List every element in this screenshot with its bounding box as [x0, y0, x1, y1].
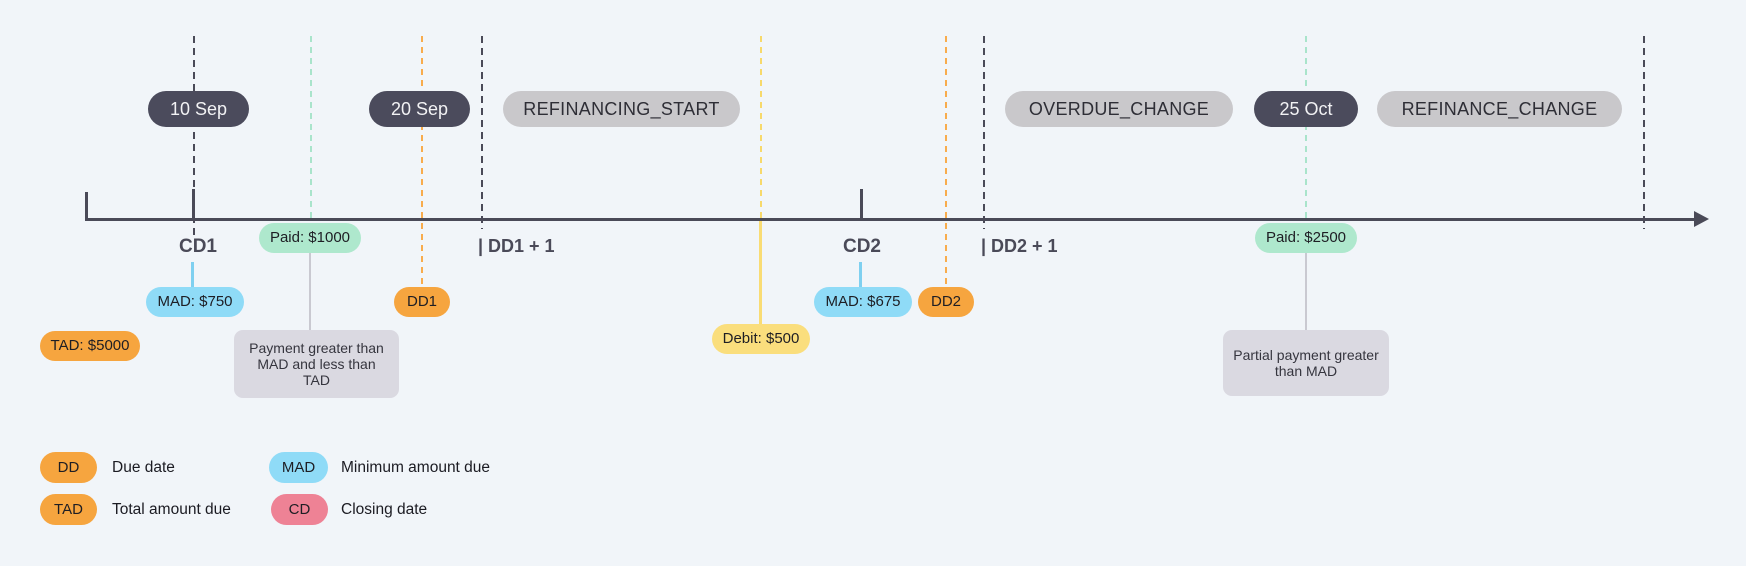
guide-line-cd1 — [193, 36, 195, 236]
legend-mad-pill: MAD — [269, 452, 328, 483]
timeline-axis — [85, 218, 1697, 221]
date-pill-20-sep: 20 Sep — [369, 91, 470, 127]
paid-1000-badge: Paid: $1000 — [259, 223, 361, 253]
guide-line-paid-1000 — [310, 36, 312, 220]
legend-tad-pill: TAD — [40, 494, 97, 525]
guide-line-refinance-change — [1643, 36, 1645, 229]
cd1-tick — [192, 189, 195, 219]
date-pill-10-sep: 10 Sep — [148, 91, 249, 127]
cd2-mad-connector-line — [859, 262, 862, 288]
legend-cd-pill: CD — [271, 494, 328, 525]
event-pill-refinance-change: REFINANCE_CHANGE — [1377, 91, 1622, 127]
cd1-label: CD1 — [178, 236, 217, 257]
legend-dd-label: Due date — [112, 459, 175, 476]
debit-connector-line — [759, 218, 762, 324]
guide-line-debit — [760, 36, 762, 218]
legend-mad-label: Minimum amount due — [341, 459, 491, 476]
dd1-badge: DD1 — [394, 287, 450, 317]
legend-dd-pill: DD — [40, 452, 97, 483]
date-pill-25-oct: 25 Oct — [1254, 91, 1358, 127]
paid-2500-badge: Paid: $2500 — [1255, 223, 1357, 253]
cd2-label: CD2 — [842, 236, 881, 257]
timeline-start-tick — [85, 192, 88, 219]
tooltip-partial-payment: Partial payment greater than MAD — [1223, 330, 1389, 396]
cd1-mad-connector-line — [191, 262, 194, 288]
tooltip-payment-between-mad-tad: Payment greater than MAD and less than T… — [234, 330, 399, 398]
guide-line-dd2-plus-1 — [983, 36, 985, 229]
dd2-badge: DD2 — [918, 287, 974, 317]
legend-tad-label: Total amount due — [112, 501, 231, 518]
dd1-plus-1-label: | DD1 + 1 — [478, 236, 555, 256]
mad-675-badge: MAD: $675 — [814, 287, 912, 317]
event-pill-overdue-change: OVERDUE_CHANGE — [1005, 91, 1233, 127]
guide-line-dd1-plus-1 — [481, 36, 483, 229]
paid2500-tooltip-connector — [1305, 252, 1307, 330]
timeline-arrow-icon — [1694, 211, 1709, 227]
paid1000-tooltip-connector — [309, 252, 311, 330]
guide-line-paid-2500 — [1305, 36, 1307, 224]
dd2-plus-1-label: | DD2 + 1 — [981, 236, 1058, 256]
guide-line-dd1 — [421, 36, 423, 288]
event-pill-refinancing-start: REFINANCING_START — [503, 91, 740, 127]
tad-5000-badge: TAD: $5000 — [40, 331, 140, 361]
cd2-tick — [860, 189, 863, 219]
mad-750-badge: MAD: $750 — [146, 287, 244, 317]
legend-cd-label: Closing date — [341, 501, 428, 518]
debit-500-badge: Debit: $500 — [712, 324, 810, 354]
guide-line-dd2 — [945, 36, 947, 288]
